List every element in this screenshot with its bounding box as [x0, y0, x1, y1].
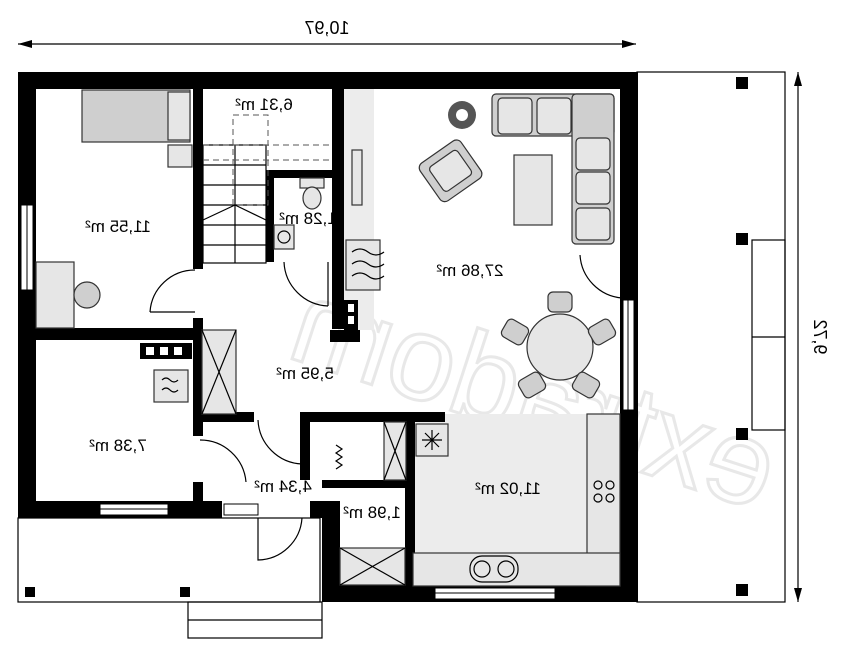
dimension-width-label: 10,97 [304, 18, 349, 38]
desk-chair [73, 281, 101, 309]
sofa-corner [491, 93, 615, 245]
area-bedroom: 11,55 m² [85, 217, 151, 236]
staircase [202, 114, 330, 264]
terrace-right [636, 71, 786, 603]
boiler-room-fixtures [140, 329, 237, 415]
area-wc: 1,28 m² [279, 209, 337, 228]
area-boiler: 7,38 m² [89, 436, 147, 455]
armchair [418, 139, 483, 203]
radiator-vestibule [334, 444, 344, 470]
dimension-depth [794, 72, 802, 602]
bed [81, 89, 191, 143]
dining-set [500, 291, 617, 399]
area-stair-hall: 6,31 m² [235, 95, 293, 114]
radiator-pantry [406, 499, 416, 541]
kitchen-counters [412, 413, 621, 587]
wardrobe [383, 421, 407, 481]
area-living: 27,86 m² [436, 261, 503, 280]
plant [448, 101, 476, 129]
porch-front [17, 517, 323, 639]
desk [35, 261, 75, 329]
interior-walls [36, 89, 445, 587]
area-pantry: 1,98 m² [343, 503, 401, 522]
dimension-width [18, 40, 636, 48]
wc-fixtures [273, 177, 325, 250]
pantry-shelf [339, 547, 406, 586]
fireplace-floor [344, 88, 374, 330]
area-kitchen: 11,02 m² [475, 479, 541, 498]
fireplace [344, 149, 385, 330]
coffee-table [513, 154, 553, 226]
windows [20, 204, 635, 600]
dimension-depth-label: 9,72 [810, 319, 830, 354]
nightstand [167, 144, 193, 168]
outer-walls [18, 72, 638, 602]
area-hall: 5,95 m² [276, 364, 334, 383]
area-vestibule: 4,34 m² [254, 477, 312, 496]
doors [149, 254, 623, 561]
